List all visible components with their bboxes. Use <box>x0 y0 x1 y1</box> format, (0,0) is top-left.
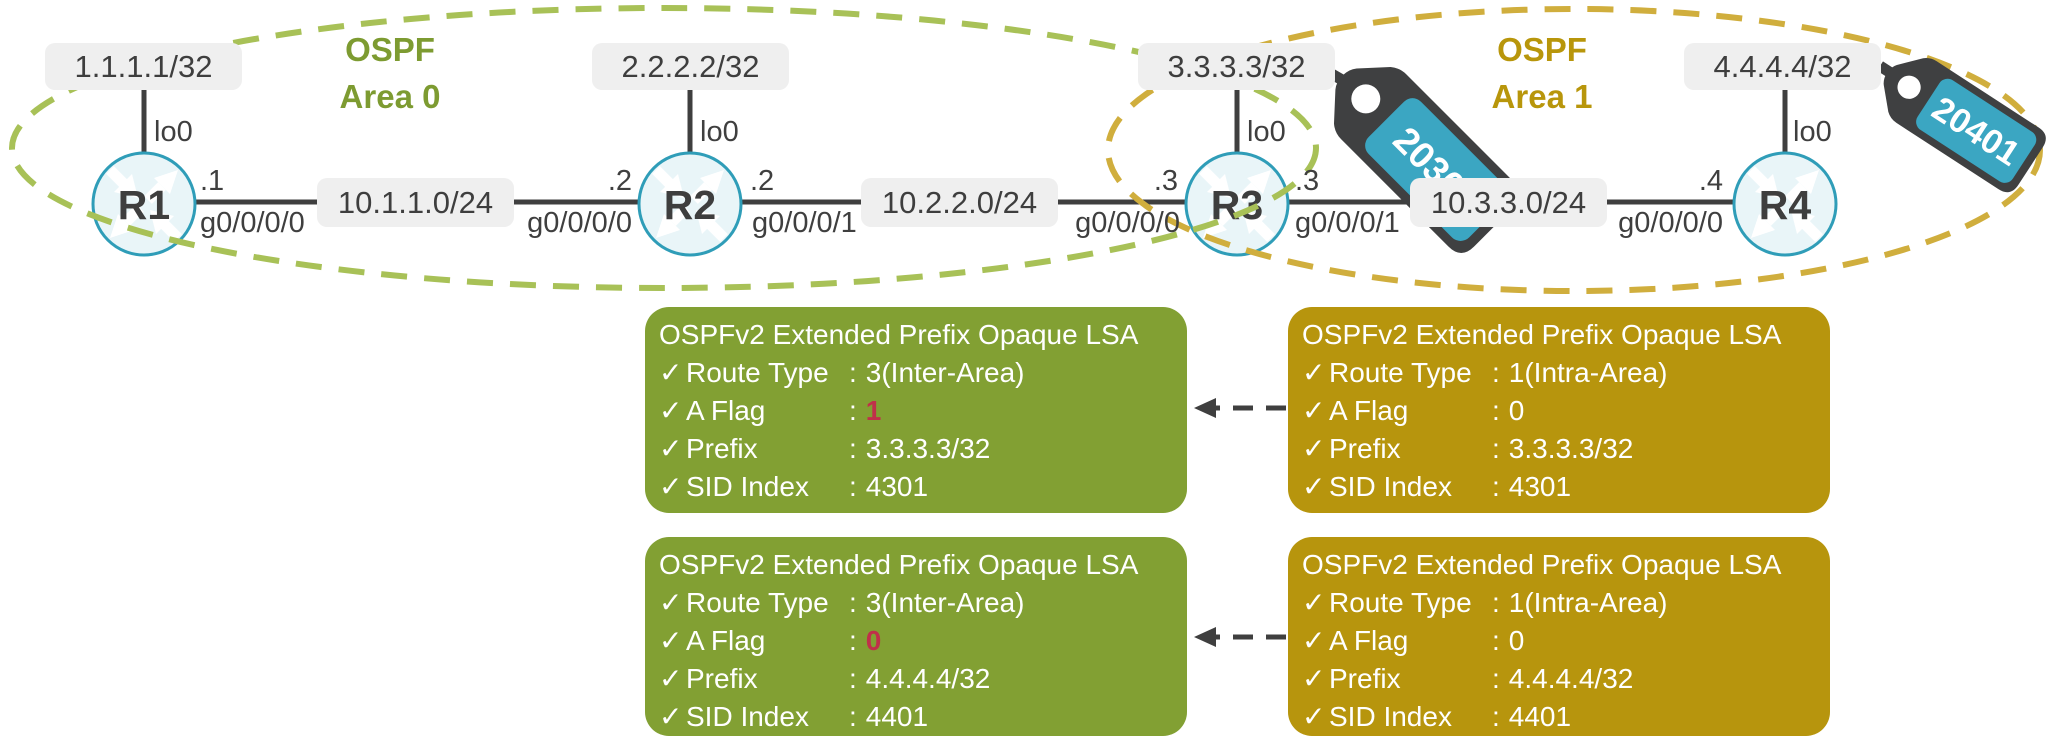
area0-subtitle: Area 0 <box>339 78 441 115</box>
network-box-10-1-1-0: 10.1.1.0/24 <box>317 178 514 227</box>
loopback-box-r4: 4.4.4.4/32 <box>1684 43 1881 90</box>
lsa-box-intraarea-4444: OSPFv2 Extended Prefix Opaque LSA ✓ Rout… <box>1288 537 1830 736</box>
lsa-row-prefix: ✓ Prefix : 3.3.3.3/32 <box>1302 430 1816 468</box>
lsa-box-intraarea-3333: OSPFv2 Extended Prefix Opaque LSA ✓ Rout… <box>1288 307 1830 513</box>
link2-right-ip: .3 <box>1153 165 1178 197</box>
lsa-row-a-flag: ✓ A Flag : 0 <box>659 622 1173 660</box>
lsa-box-interarea-3333: OSPFv2 Extended Prefix Opaque LSA ✓ Rout… <box>645 307 1187 513</box>
network-box-10-3-3-0: 10.3.3.0/24 <box>1410 178 1607 227</box>
router-icon-r4: R4 <box>1732 151 1838 257</box>
router-icon-r3: R3 <box>1184 151 1290 257</box>
link1-left-ip: .1 <box>200 165 225 197</box>
lsa-row-sid-index: ✓ SID Index : 4401 <box>1302 698 1816 736</box>
link2-left-if: g0/0/0/1 <box>752 207 857 239</box>
check-icon: ✓ <box>1302 701 1326 732</box>
lsa-title: OSPFv2 Extended Prefix Opaque LSA <box>659 549 1139 580</box>
link3-left-ip: .3 <box>1295 165 1320 197</box>
router-icon-r2: R2 <box>637 151 743 257</box>
check-icon: ✓ <box>1302 663 1326 694</box>
area0-label: OSPF Area 0 <box>265 26 515 120</box>
check-icon: ✓ <box>1302 395 1326 426</box>
check-icon: ✓ <box>659 663 683 694</box>
check-icon: ✓ <box>1302 471 1326 502</box>
lsa-title: OSPFv2 Extended Prefix Opaque LSA <box>659 319 1139 350</box>
area1-label: OSPF Area 1 <box>1417 26 1667 120</box>
check-icon: ✓ <box>1302 587 1326 618</box>
lsa-row-route-type: ✓ Route Type : 1(Intra-Area) <box>1302 354 1816 392</box>
router-name-r4: R4 <box>1759 182 1812 228</box>
lsa-box-interarea-4444: OSPFv2 Extended Prefix Opaque LSA ✓ Rout… <box>645 537 1187 736</box>
check-icon: ✓ <box>659 357 683 388</box>
check-icon: ✓ <box>659 471 683 502</box>
lsa-title: OSPFv2 Extended Prefix Opaque LSA <box>1302 319 1782 350</box>
router-name-r2: R2 <box>664 182 716 228</box>
loopback-if-r4: lo0 <box>1793 116 1832 148</box>
check-icon: ✓ <box>659 701 683 732</box>
lsa-row-prefix: ✓ Prefix : 4.4.4.4/32 <box>659 660 1173 698</box>
check-icon: ✓ <box>659 395 683 426</box>
check-icon: ✓ <box>659 625 683 656</box>
link1-right-ip: .2 <box>607 165 632 197</box>
lsa-row-a-flag: ✓ A Flag : 1 <box>659 392 1173 430</box>
lsa-row-route-type: ✓ Route Type : 3(Inter-Area) <box>659 584 1173 622</box>
link3-left-if: g0/0/0/1 <box>1295 207 1400 239</box>
loopback-box-r3: 3.3.3.3/32 <box>1138 43 1335 90</box>
lsa-row-sid-index: ✓ SID Index : 4401 <box>659 698 1173 736</box>
area0-boundary-ellipse <box>9 5 1319 291</box>
link2-left-ip: .2 <box>750 165 775 197</box>
area0-title: OSPF <box>345 31 435 68</box>
sid-tag-20401: 20401 <box>1866 42 2048 197</box>
check-icon: ✓ <box>659 587 683 618</box>
lsa-title: OSPFv2 Extended Prefix Opaque LSA <box>1302 549 1782 580</box>
loopback-box-r2: 2.2.2.2/32 <box>592 43 789 90</box>
lsa-row-a-flag: ✓ A Flag : 0 <box>1302 622 1816 660</box>
lsa-arrow-bottom-head <box>1194 627 1216 647</box>
lsa-row-route-type: ✓ Route Type : 3(Inter-Area) <box>659 354 1173 392</box>
loopback-box-r1: 1.1.1.1/32 <box>45 43 242 90</box>
loopback-if-r1: lo0 <box>154 116 193 148</box>
lsa-arrow-top-head <box>1194 398 1216 418</box>
router-name-r1: R1 <box>118 182 170 228</box>
lsa-row-prefix: ✓ Prefix : 3.3.3.3/32 <box>659 430 1173 468</box>
link1-left-if: g0/0/0/0 <box>200 207 305 239</box>
link3-right-ip: .4 <box>1698 165 1723 197</box>
link3-right-if: g0/0/0/0 <box>1618 207 1723 239</box>
lsa-row-sid-index: ✓ SID Index : 4301 <box>1302 468 1816 506</box>
link2-right-if: g0/0/0/0 <box>1075 207 1180 239</box>
check-icon: ✓ <box>659 433 683 464</box>
area1-title: OSPF <box>1497 31 1587 68</box>
lsa-row-a-flag: ✓ A Flag : 0 <box>1302 392 1816 430</box>
network-box-10-2-2-0: 10.2.2.0/24 <box>861 178 1058 227</box>
check-icon: ✓ <box>1302 433 1326 464</box>
check-icon: ✓ <box>1302 357 1326 388</box>
lsa-row-sid-index: ✓ SID Index : 4301 <box>659 468 1173 506</box>
loopback-if-r3: lo0 <box>1247 116 1286 148</box>
check-icon: ✓ <box>1302 625 1326 656</box>
lsa-row-route-type: ✓ Route Type : 1(Intra-Area) <box>1302 584 1816 622</box>
lsa-row-prefix: ✓ Prefix : 4.4.4.4/32 <box>1302 660 1816 698</box>
area1-subtitle: Area 1 <box>1491 78 1593 115</box>
router-icon-r1: R1 <box>91 151 197 257</box>
loopback-if-r2: lo0 <box>700 116 739 148</box>
link1-right-if: g0/0/0/0 <box>527 207 632 239</box>
